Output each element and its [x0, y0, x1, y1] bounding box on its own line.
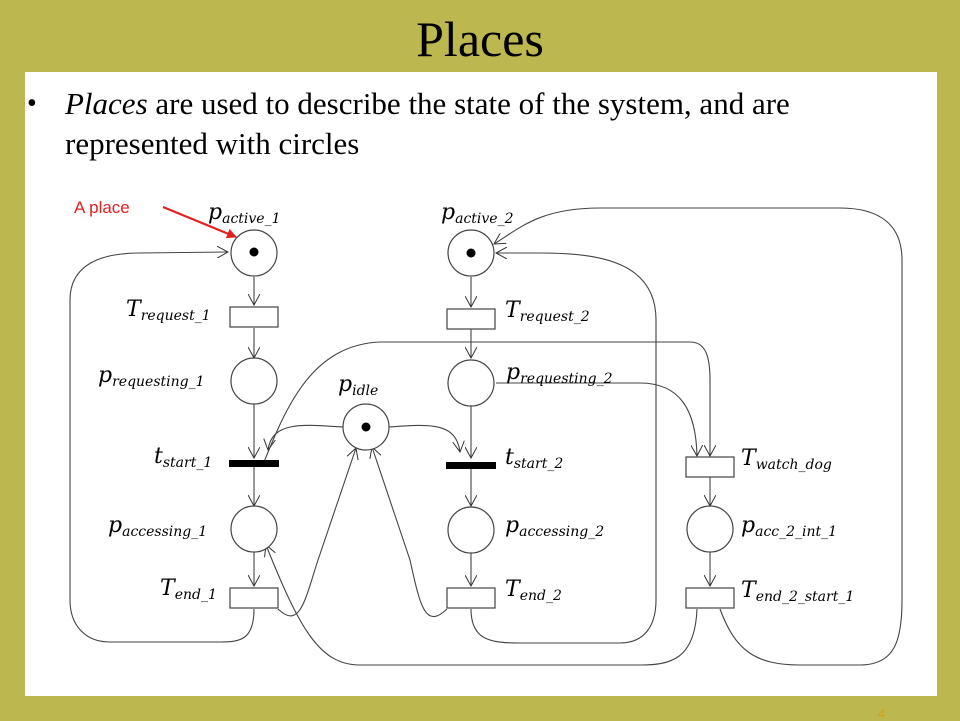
bullet-dot-icon: • — [27, 88, 37, 119]
tokens — [249, 247, 476, 432]
label-p-accessing-1: paccessing_1 — [108, 513, 207, 540]
arc — [266, 545, 698, 666]
label-T-end-1: Tend_1 — [160, 576, 217, 603]
label-t-start-1: tstart_1 — [154, 444, 212, 471]
bullet-italic-word: Places — [65, 86, 148, 121]
bullet-line2: represented with circles — [65, 126, 360, 161]
place-p-requesting-2 — [447, 359, 495, 407]
transitions — [229, 306, 735, 609]
arc — [69, 252, 255, 643]
label-T-end-2: Tend_2 — [505, 577, 562, 604]
transition-T-end-2 — [446, 587, 496, 609]
place-p-accessing-1 — [230, 505, 278, 553]
label-p-requesting-1: prequesting_1 — [98, 363, 205, 390]
label-T-watch-dog: Twatch_dog — [741, 446, 832, 473]
places — [230, 229, 734, 554]
arc — [372, 447, 448, 617]
transition-t-start-2 — [446, 462, 496, 469]
transition-T-end-1 — [229, 587, 279, 609]
label-T-request-2: Trequest_2 — [505, 298, 590, 325]
label-t-start-2: tstart_2 — [505, 445, 563, 472]
label-p-active-2: pactive_2 — [441, 200, 514, 227]
immediate-transitions — [229, 460, 496, 469]
token-icon — [249, 247, 259, 257]
page-number: 4 — [878, 706, 886, 721]
arc — [277, 448, 356, 617]
transition-T-request-2 — [446, 308, 496, 330]
arc — [268, 424, 344, 450]
bullet-line1-rest: are used to describe the state of the sy… — [147, 86, 790, 121]
transition-t-start-1 — [229, 460, 279, 467]
arcs — [69, 207, 903, 666]
annotation-arrow-icon — [162, 205, 237, 239]
bullet-text: Places are used to describe the state of… — [65, 84, 925, 164]
place-p-requesting-1 — [230, 357, 278, 405]
label-p-active-1: pactive_1 — [208, 200, 281, 227]
slide-title: Places — [416, 11, 544, 67]
label-p-acc-2-int-1: pacc_2_int_1 — [741, 513, 837, 540]
arc — [261, 341, 710, 468]
label-T-request-1: Trequest_1 — [126, 297, 211, 324]
place-p-acc-2-int-1 — [686, 505, 734, 553]
arc — [470, 253, 657, 644]
labels: pactive_1 prequesting_1 paccessing_1 pid… — [98, 200, 854, 605]
transition-T-end-2-start-1 — [685, 587, 735, 609]
arc — [496, 382, 697, 456]
transition-T-request-1 — [229, 306, 279, 328]
label-p-requesting-2: prequesting_2 — [506, 360, 613, 387]
label-p-idle: pidle — [338, 372, 378, 399]
label-T-end-2-start-1: Tend_2_start_1 — [741, 578, 854, 605]
arc — [388, 424, 460, 452]
label-p-accessing-2: paccessing_2 — [505, 513, 604, 540]
arc — [494, 207, 903, 666]
annotation-label: A place — [74, 198, 130, 217]
place-p-accessing-2 — [447, 506, 495, 554]
token-icon — [466, 248, 476, 258]
token-icon — [361, 422, 371, 432]
transition-T-watch-dog — [685, 456, 735, 478]
